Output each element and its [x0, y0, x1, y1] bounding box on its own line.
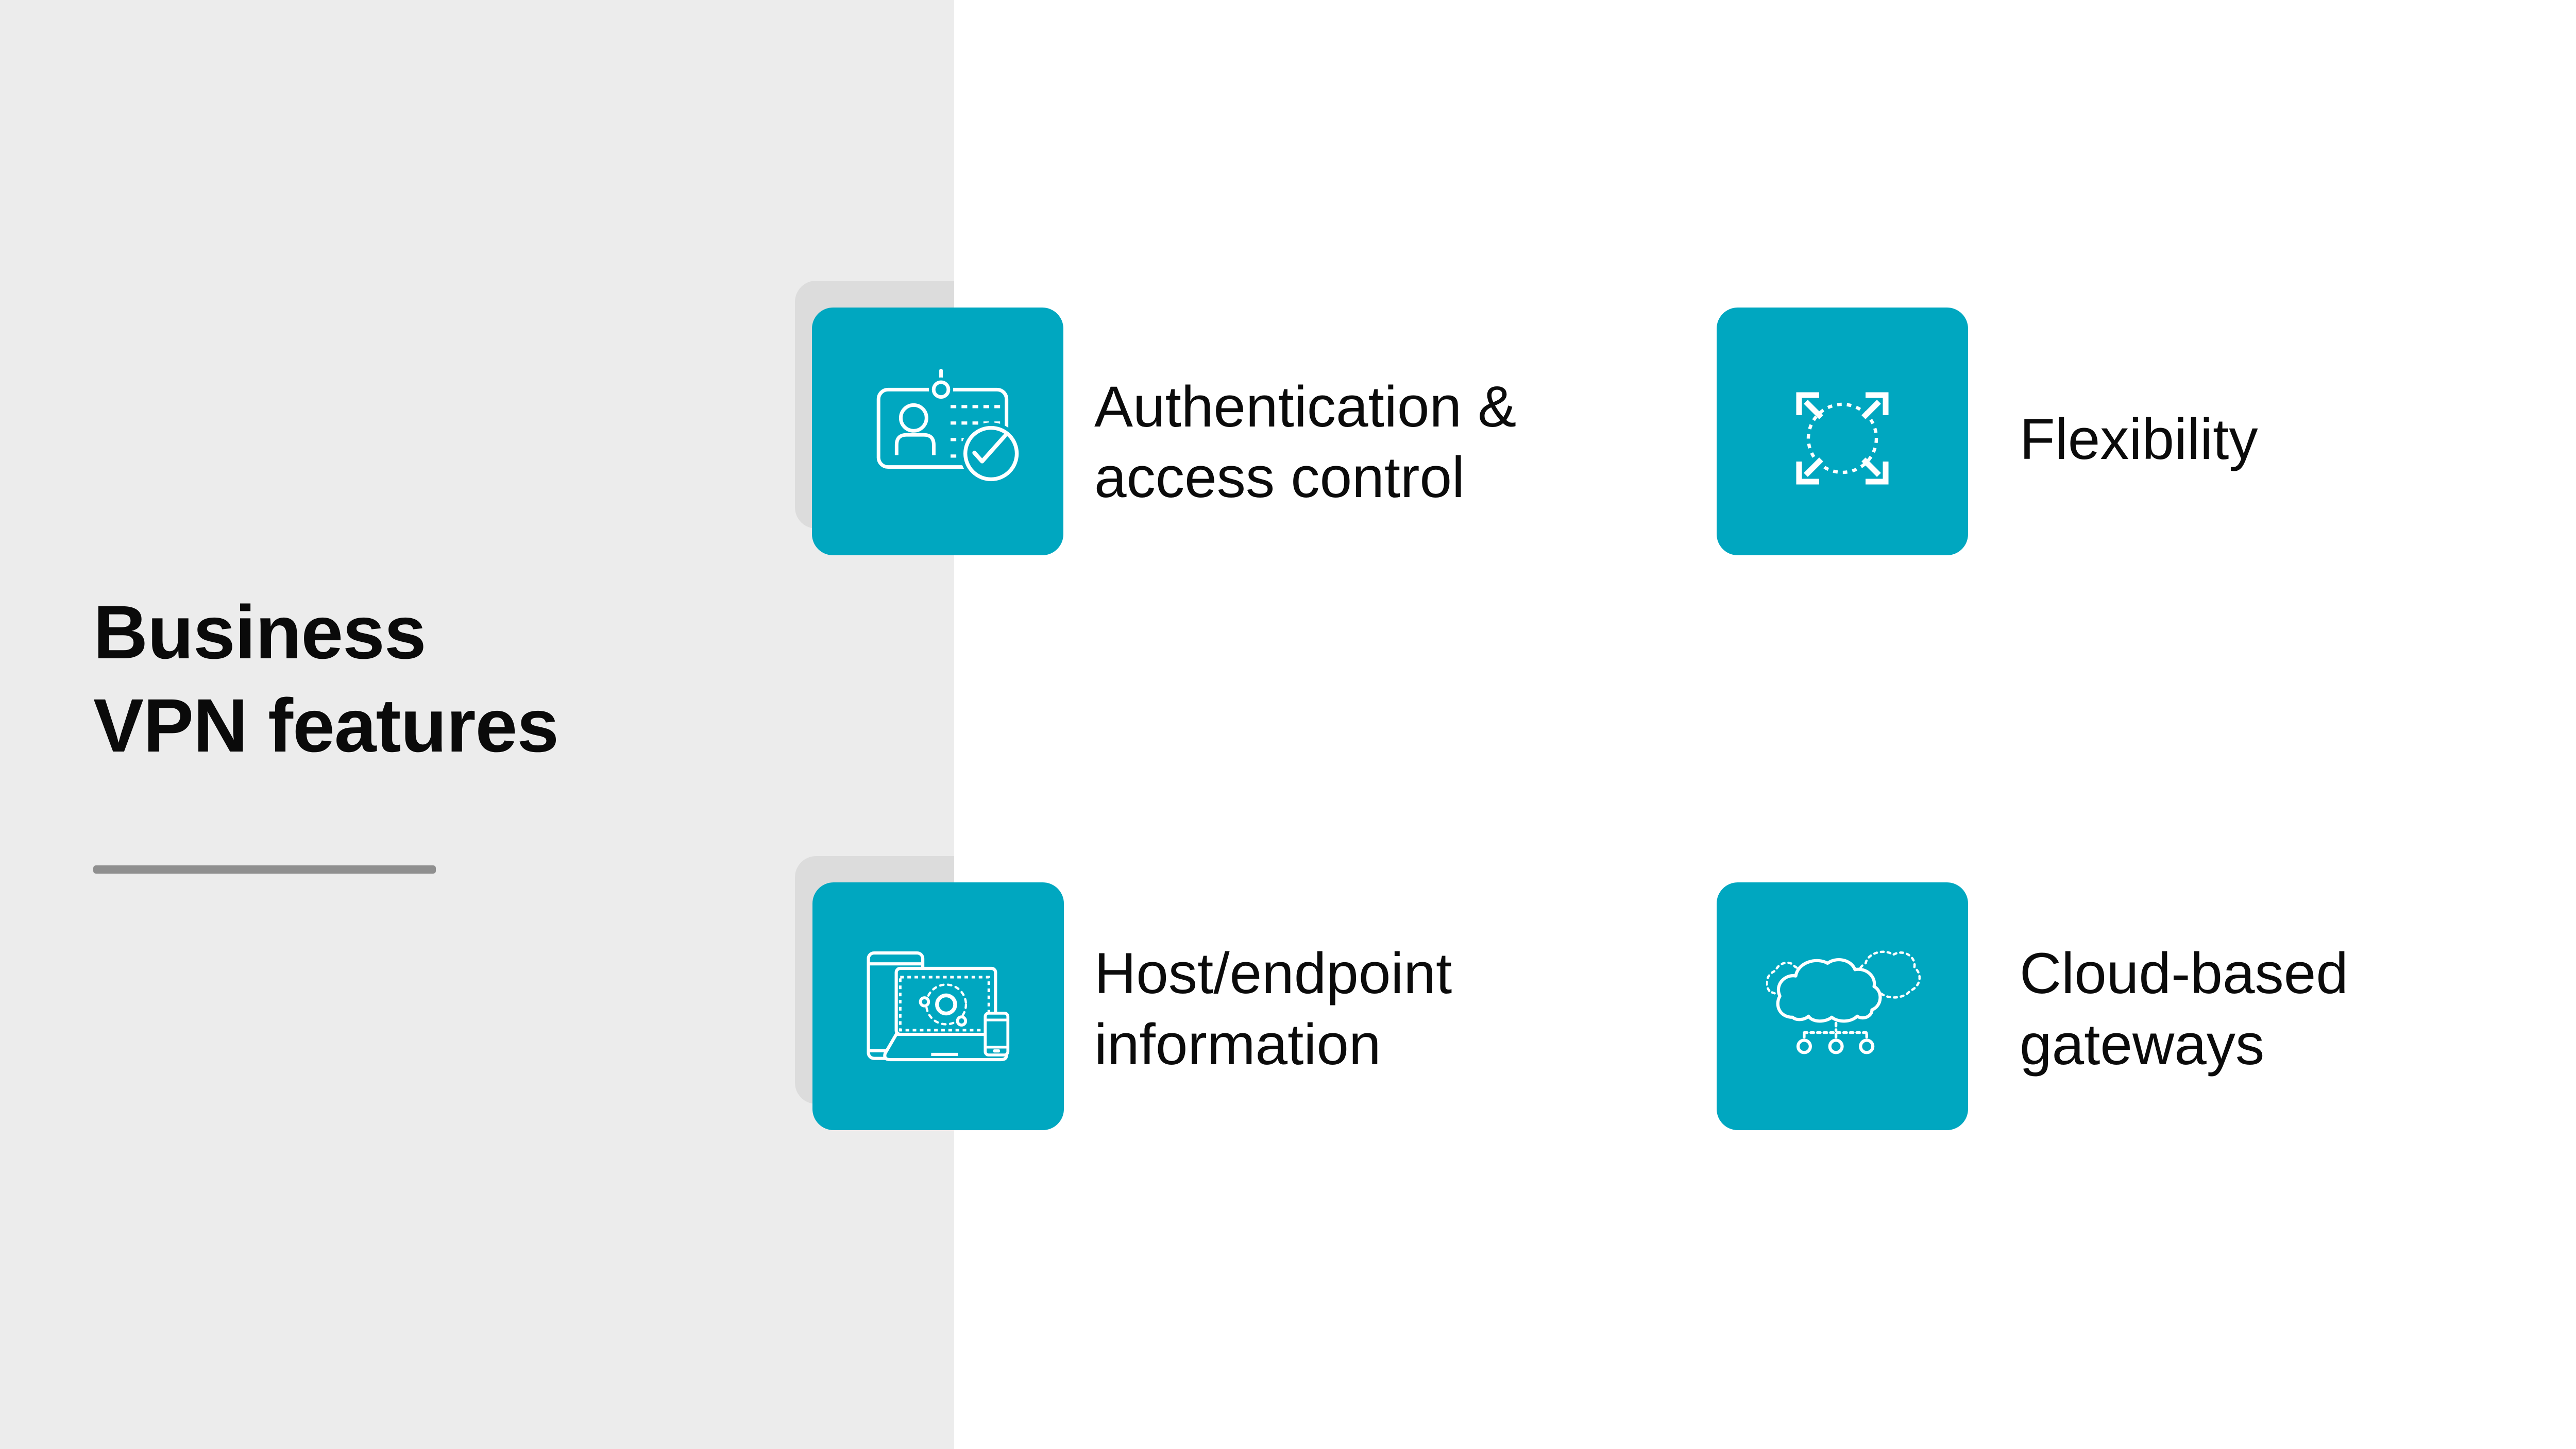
- title-underline-rule: [93, 865, 436, 874]
- page-title: Business VPN features: [93, 586, 559, 773]
- feature-label-line: Host/endpoint: [1094, 941, 1452, 1006]
- right-panel: [954, 0, 2576, 1449]
- feature-label-authentication: Authentication & access control: [1094, 371, 1516, 513]
- feature-label-line: Authentication &: [1094, 373, 1517, 439]
- feature-card-cloud-gateways: [1717, 882, 1968, 1131]
- cloud-gateways-icon: [1766, 950, 1921, 1054]
- feature-label-cloud-gateways: Cloud-based gateways: [2020, 938, 2348, 1080]
- feature-card-host-endpoint: [812, 882, 1064, 1131]
- expand-arrows-icon: [1796, 392, 1889, 485]
- page-title-line: Business: [93, 590, 427, 675]
- feature-label-line: Cloud-based: [2020, 941, 2348, 1006]
- feature-label-line: information: [1094, 1011, 1381, 1077]
- feature-label-flexibility: Flexibility: [2020, 404, 2258, 475]
- feature-card-flexibility: [1717, 307, 1968, 555]
- feature-label-line: access control: [1094, 445, 1465, 510]
- devices-endpoint-icon: [867, 951, 1010, 1062]
- feature-card-authentication: [812, 307, 1063, 555]
- feature-label-host-endpoint: Host/endpoint information: [1094, 938, 1452, 1080]
- id-badge-check-icon: [876, 369, 1022, 485]
- left-panel: [0, 0, 954, 1449]
- feature-label-line: Flexibility: [2020, 406, 2258, 471]
- feature-label-line: gateways: [2020, 1011, 2265, 1077]
- page-title-line: VPN features: [93, 684, 559, 769]
